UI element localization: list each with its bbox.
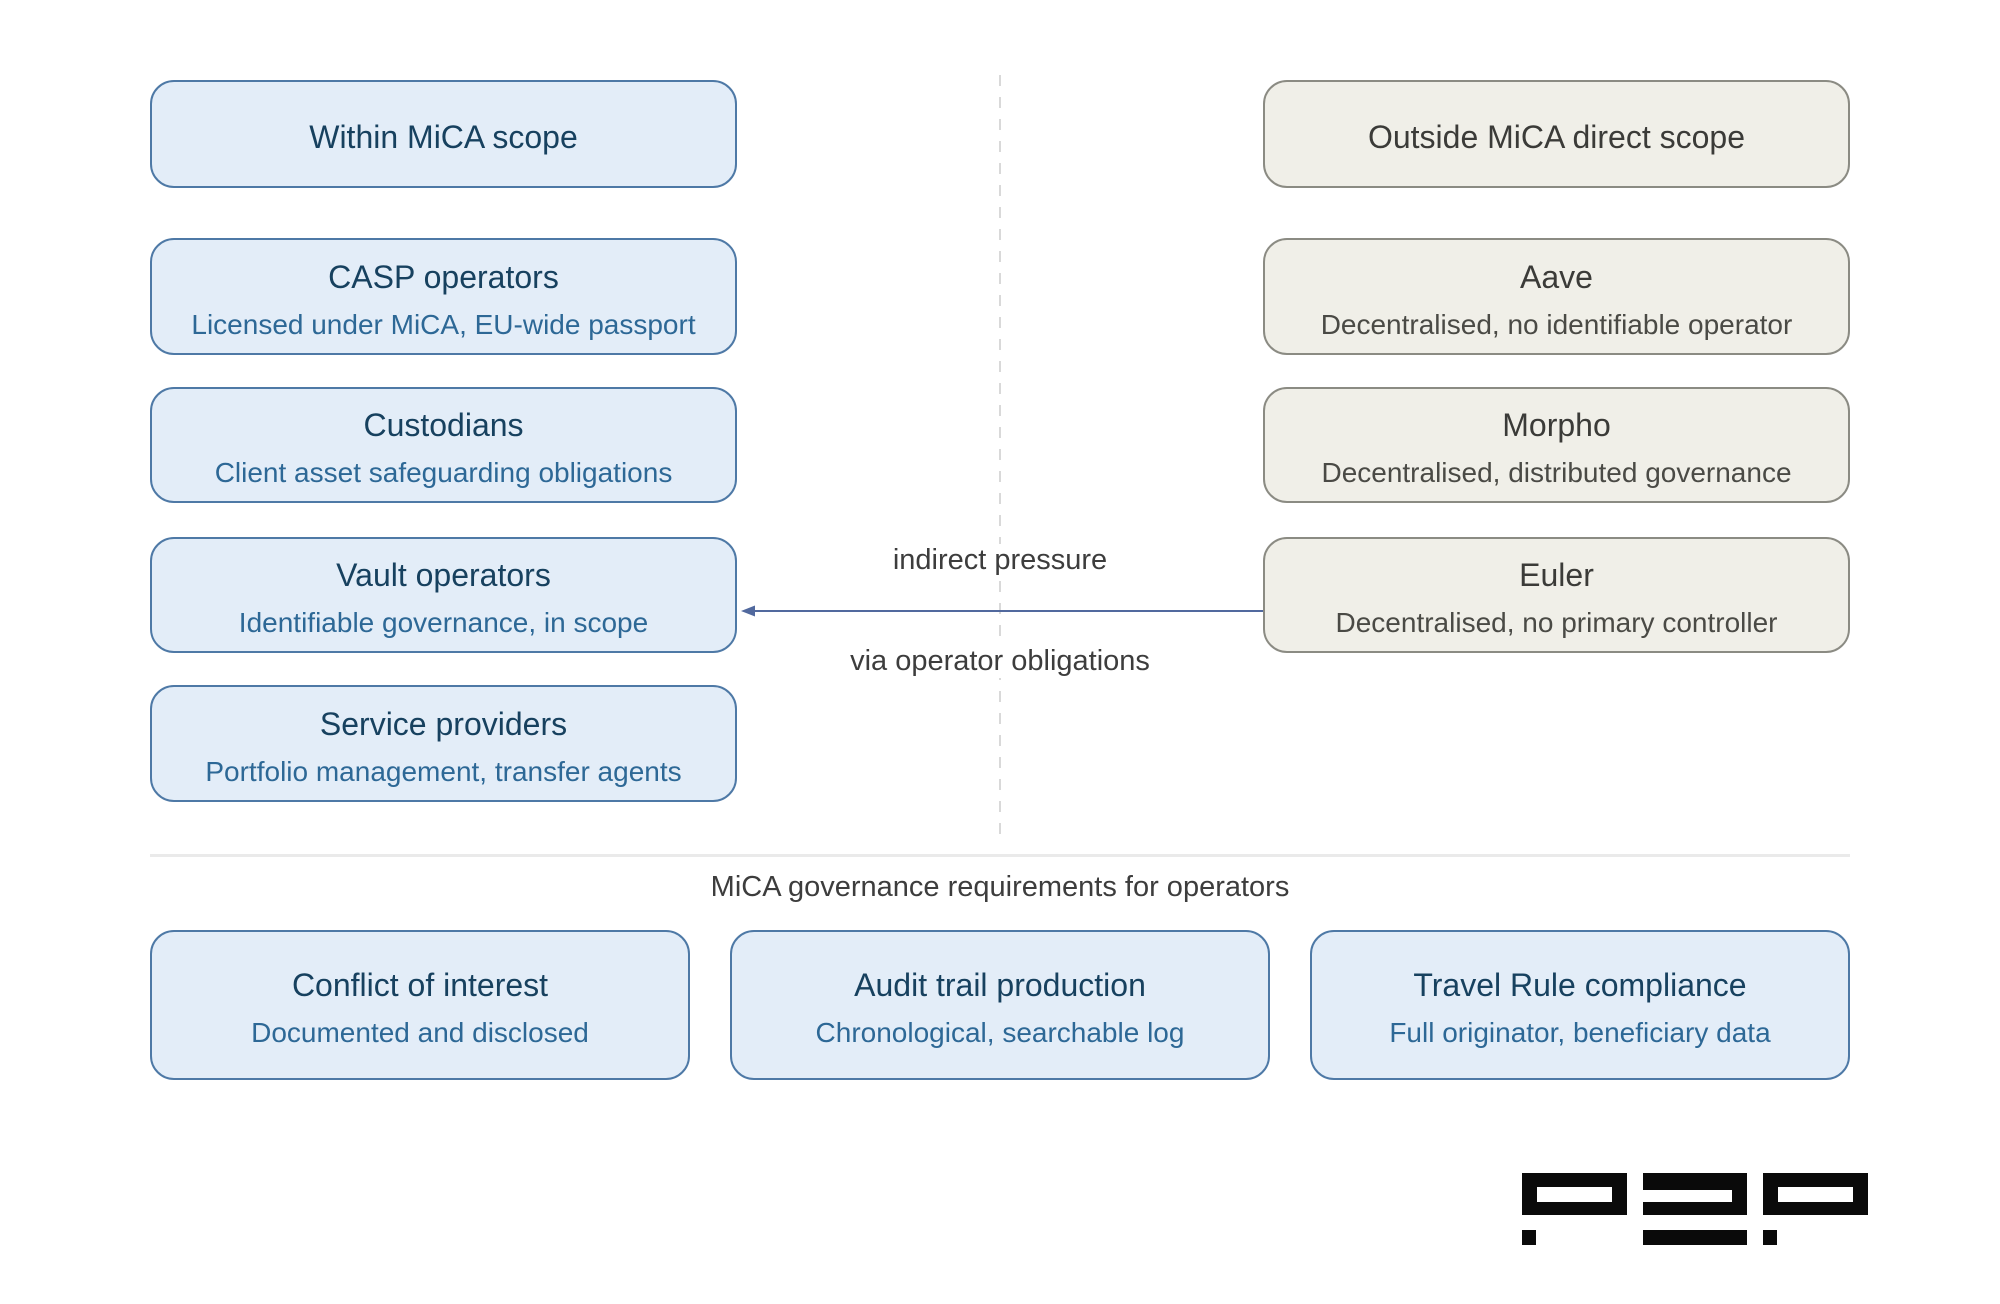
box-title: Aave [1520, 258, 1593, 295]
arrow-label-bottom: via operator obligations [836, 645, 1164, 678]
box-subtitle: Identifiable governance, in scope [238, 607, 649, 638]
box-subtitle: Client asset safeguarding obligations [214, 457, 673, 488]
indirect-pressure-arrow-icon [741, 605, 1263, 617]
box-vault-operators: Vault operators Identifiable governance,… [150, 537, 737, 653]
box-subtitle: Decentralised, distributed governance [1321, 457, 1792, 488]
box-title: Euler [1519, 557, 1594, 593]
box-title: Outside MiCA direct scope [1367, 119, 1746, 155]
box-custodians: Custodians Client asset safeguarding obl… [150, 387, 737, 503]
box-title: Audit trail production [854, 967, 1146, 1003]
box-title: Travel Rule compliance [1413, 967, 1747, 1003]
box-casp-operators: CASP operators Licensed under MiCA, EU-w… [150, 238, 737, 355]
box-service-providers: Service providers Portfolio management, … [150, 685, 737, 802]
p2p-logo [1522, 1173, 1868, 1245]
box-title: Vault operators [336, 557, 551, 593]
box-travel-rule-compliance: Travel Rule compliance Full originator, … [1310, 930, 1850, 1080]
box-title: Custodians [363, 407, 524, 443]
box-subtitle: Licensed under MiCA, EU-wide passport [191, 308, 696, 340]
box-aave: Aave Decentralised, no identifiable oper… [1263, 238, 1850, 355]
box-subtitle: Full originator, beneficiary data [1389, 1017, 1771, 1048]
box-audit-trail-production: Audit trail production Chronological, se… [730, 930, 1270, 1080]
box-subtitle: Decentralised, no primary controller [1335, 607, 1778, 638]
box-title: CASP operators [328, 258, 559, 295]
box-within-mica-scope: Within MiCA scope [150, 80, 737, 188]
box-euler: Euler Decentralised, no primary controll… [1263, 537, 1850, 653]
box-title: Within MiCA scope [309, 119, 578, 155]
governance-section-title: MiCA governance requirements for operato… [710, 871, 1290, 903]
box-title: Morpho [1502, 407, 1611, 443]
box-conflict-of-interest: Conflict of interest Documented and disc… [150, 930, 690, 1080]
box-subtitle: Portfolio management, transfer agents [205, 755, 682, 787]
box-title: Service providers [319, 705, 568, 742]
box-title: Conflict of interest [291, 967, 549, 1003]
box-subtitle: Chronological, searchable log [815, 1017, 1185, 1048]
arrow-label-top: indirect pressure [878, 544, 1122, 577]
box-subtitle: Decentralised, no identifiable operator [1320, 308, 1793, 340]
box-subtitle: Documented and disclosed [251, 1017, 589, 1048]
box-outside-mica-scope: Outside MiCA direct scope [1263, 80, 1850, 188]
scope-divider-dashed-line [999, 75, 1001, 835]
governance-section-divider [150, 854, 1850, 857]
box-morpho: Morpho Decentralised, distributed govern… [1263, 387, 1850, 503]
